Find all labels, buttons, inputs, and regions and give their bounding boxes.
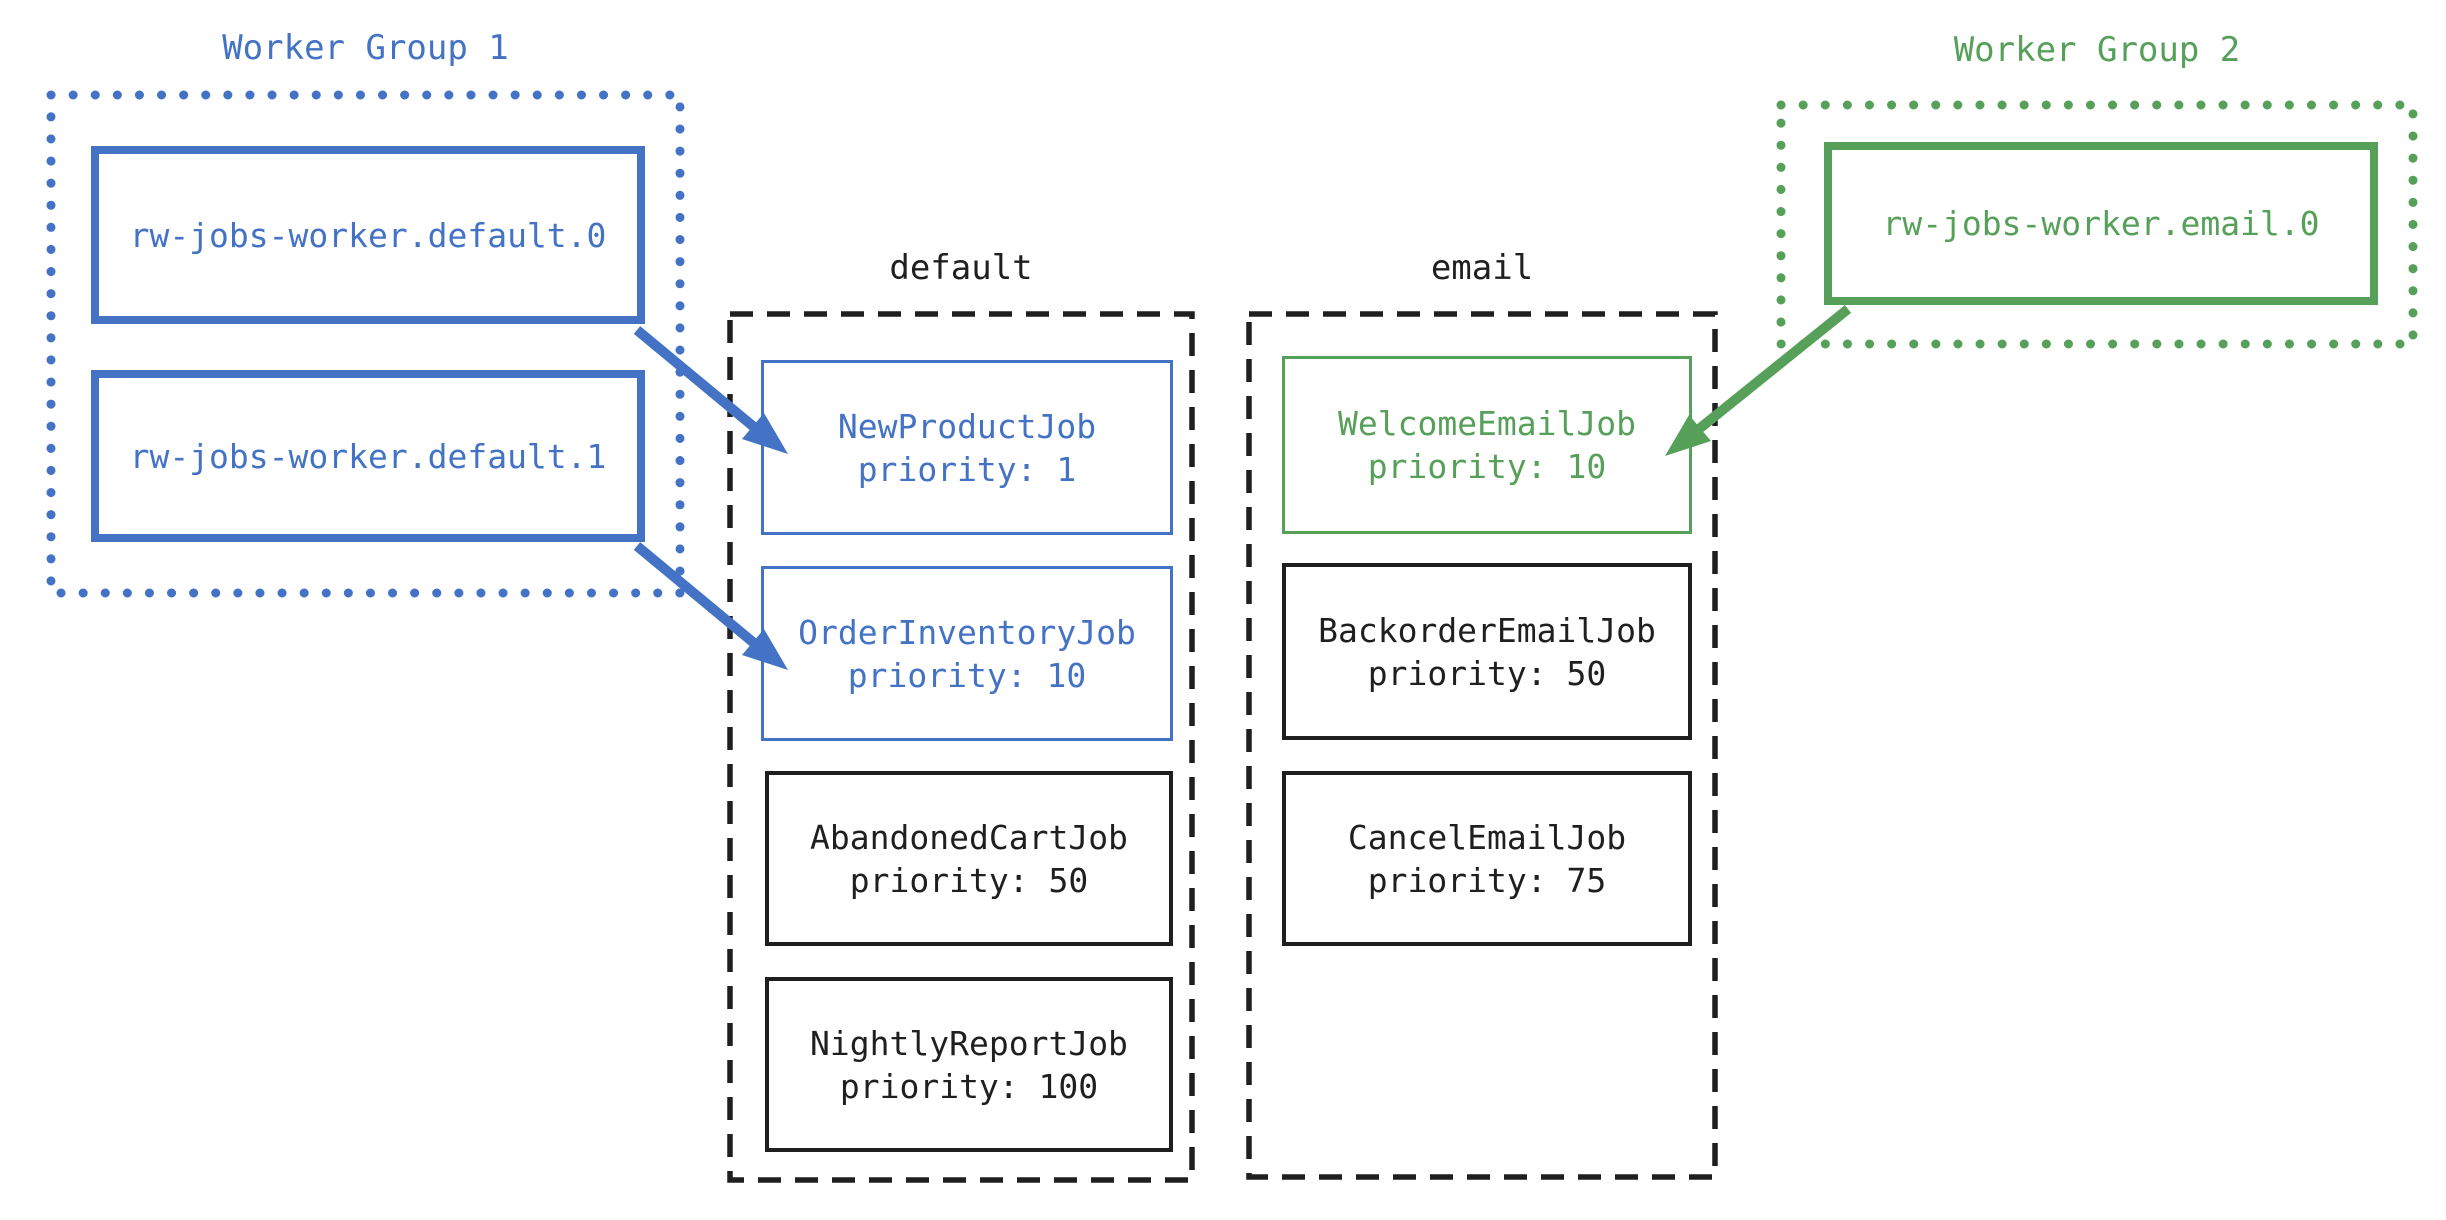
job-box-cancelemailjob: CancelEmailJob priority: 75: [1282, 771, 1692, 946]
arrow-email0-to-welcomeemailjob-line: [1690, 305, 1852, 437]
job-name: OrderInventoryJob: [798, 612, 1136, 652]
job-name: CancelEmailJob: [1347, 817, 1627, 857]
job-name: BackorderEmailJob: [1318, 610, 1656, 650]
job-priority: priority: 50: [1367, 653, 1607, 693]
job-name: NewProductJob: [837, 406, 1097, 446]
job-priority: priority: 75: [1367, 860, 1607, 900]
job-priority: priority: 100: [839, 1066, 1099, 1106]
job-box-nightlyreportjob: NightlyReportJob priority: 100: [765, 977, 1173, 1152]
job-box-backorderemailjob: BackorderEmailJob priority: 50: [1282, 563, 1692, 740]
arrow-default1-to-orderinventoryjob-line: [633, 542, 764, 652]
worker-name: rw-jobs-worker.default.1: [129, 436, 607, 476]
job-priority: priority: 50: [849, 860, 1089, 900]
job-name: WelcomeEmailJob: [1337, 404, 1636, 443]
job-priority: priority: 1: [857, 449, 1077, 489]
job-name: AbandonedCartJob: [810, 817, 1128, 857]
worker-box-email-0: rw-jobs-worker.email.0: [1824, 142, 2378, 305]
job-box-newproductjob: NewProductJob priority: 1: [761, 360, 1173, 535]
job-priority: priority: 10: [1367, 447, 1607, 486]
job-box-orderinventoryjob: OrderInventoryJob priority: 10: [761, 566, 1173, 741]
worker-group-2-title: Worker Group 2: [1953, 30, 2241, 70]
worker-box-default-1: rw-jobs-worker.default.1: [91, 370, 645, 542]
job-box-abandonedcartjob: AbandonedCartJob priority: 50: [765, 771, 1173, 946]
default-queue-title: default: [889, 248, 1033, 288]
arrow-default0-to-newproductjob-line: [633, 326, 764, 436]
worker-box-default-0: rw-jobs-worker.default.0: [91, 146, 645, 324]
email-queue-title: email: [1430, 248, 1534, 288]
job-priority: priority: 10: [847, 655, 1087, 695]
worker-name: rw-jobs-worker.default.0: [129, 215, 607, 255]
worker-name: rw-jobs-worker.email.0: [1882, 204, 2320, 243]
job-box-welcomeemailjob: WelcomeEmailJob priority: 10: [1282, 356, 1692, 534]
worker-group-1-title: Worker Group 1: [222, 28, 509, 68]
job-name: NightlyReportJob: [810, 1023, 1128, 1063]
